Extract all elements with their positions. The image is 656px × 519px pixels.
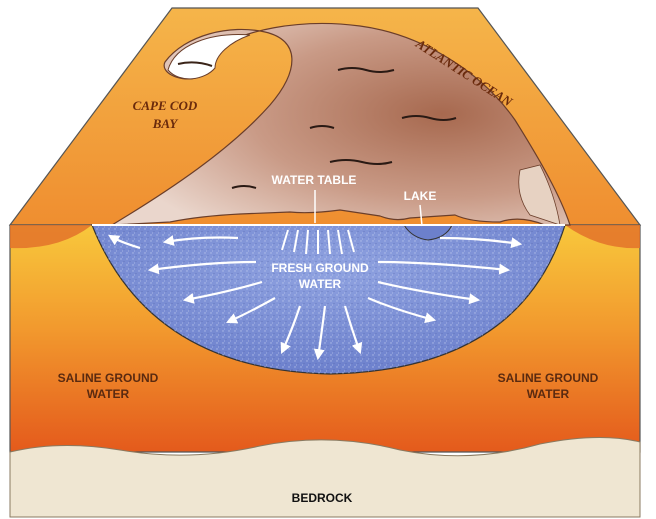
saline-ground-water-right-label: SALINE GROUND <box>498 371 599 385</box>
bedrock-layer <box>10 437 640 517</box>
fresh-ground-water-label: FRESH GROUND <box>271 261 369 275</box>
saline-ground-water-left-label: SALINE GROUND <box>58 371 159 385</box>
bedrock-label: BEDROCK <box>292 491 353 505</box>
saline-ground-water-right-label-line2: WATER <box>527 387 570 401</box>
lake-label: LAKE <box>404 189 437 203</box>
fresh-ground-water-label-line2: WATER <box>299 277 342 291</box>
saline-ground-water-left-label-line2: WATER <box>87 387 130 401</box>
cape-cod-bay-label-line2: BAY <box>152 116 179 131</box>
cape-cod-bay-label: CAPE COD <box>133 98 198 113</box>
water-table-label: WATER TABLE <box>272 173 357 187</box>
